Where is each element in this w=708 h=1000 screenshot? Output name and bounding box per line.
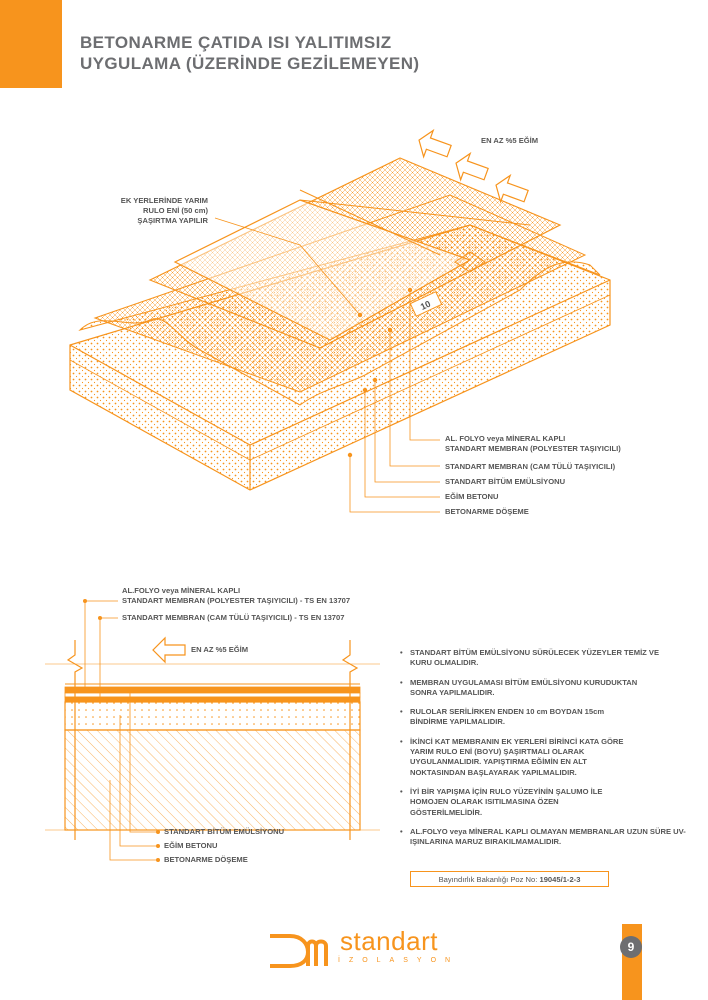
note-item: AL.FOLYO veya MİNERAL KAPLI OLMAYAN MEMB… <box>398 827 695 848</box>
layer-label-bitum: STANDART BİTÜM EMÜLSİYONU <box>445 477 566 486</box>
overlap-dimension-text: 10 <box>419 299 432 312</box>
overlap-label-line-3: ŞAŞIRTMA YAPILIR <box>137 216 208 225</box>
layer-label-al-folyo: AL. FOLYO veya MİNERAL KAPLI <box>445 434 566 443</box>
section-diagram <box>45 636 380 840</box>
section-label-bitum: STANDART BİTÜM EMÜLSİYONU <box>164 827 285 836</box>
poz-prefix: Bayındırlık Bakanlığı Poz No: <box>438 875 538 884</box>
slope-arrows <box>418 128 529 204</box>
poz-number-box: Bayındırlık Bakanlığı Poz No: 19045/1-2-… <box>410 871 609 887</box>
leader-lines-diagram-1 <box>214 217 440 513</box>
brand-name: standart <box>340 926 438 956</box>
section-slope-arrow <box>152 636 186 664</box>
section-label-al-folyo: AL.FOLYO veya MİNERAL KAPLI <box>122 586 241 595</box>
section-label-betonarme: BETONARME DÖŞEME <box>164 855 248 864</box>
overlap-dimension-box <box>409 291 443 317</box>
brand-subtitle: İZOLASYON <box>338 957 460 964</box>
section-label-polyester: STANDART MEMBRAN (POLYESTER TAŞIYICILI) … <box>122 596 351 605</box>
page-number: 9 <box>620 936 642 958</box>
title-line-1: BETONARME ÇATIDA ISI YALITIMSIZ <box>80 33 392 52</box>
section-label-egim-betonu: EĞİM BETONU <box>164 841 218 850</box>
layer-label-betonarme: BETONARME DÖŞEME <box>445 507 529 516</box>
note-item: MEMBRAN UYGULAMASI BİTÜM EMÜLSİYONU KURU… <box>398 678 640 699</box>
slope-label-diagram-1: EN AZ %5 EĞİM <box>481 136 539 145</box>
section-slope-label: EN AZ %5 EĞİM <box>191 645 249 654</box>
title-line-2: UYGULAMA (ÜZERİNDE GEZİLEMEYEN) <box>80 54 420 73</box>
poz-number: 19045/1-2-3 <box>539 875 581 884</box>
layer-label-polyester: STANDART MEMBRAN (POLYESTER TAŞIYICILI) <box>445 444 621 453</box>
page-title: BETONARME ÇATIDA ISI YALITIMSIZ UYGULAMA… <box>80 32 420 74</box>
note-item: RULOLAR SERİLİRKEN ENDEN 10 cm BOYDAN 15… <box>398 707 625 728</box>
note-item: İKİNCİ KAT MEMBRANIN EK YERLERİ BİRİNCİ … <box>398 737 625 778</box>
note-item: STANDART BİTÜM EMÜLSİYONU SÜRÜLECEK YÜZE… <box>398 648 680 669</box>
overlap-label-line-1: EK YERLERİNDE YARIM <box>120 196 208 205</box>
note-item: İYİ BİR YAPIŞMA İÇİN RULO YÜZEYİNİN ŞALU… <box>398 787 630 818</box>
brand-logo-mark <box>270 934 328 968</box>
overlap-label-line-2: RULO ENİ (50 cm) <box>143 206 208 215</box>
leader-dots-diagram-2 <box>83 599 160 862</box>
layer-label-egim-betonu: EĞİM BETONU <box>445 492 499 501</box>
section-label-cam-tulu: STANDART MEMBRAN (CAM TÜLÜ TAŞIYICILI) -… <box>122 613 345 622</box>
layer-label-cam-tulu: STANDART MEMBRAN (CAM TÜLÜ TAŞIYICILI) <box>445 462 616 471</box>
leader-dots-diagram-1 <box>347 287 413 458</box>
accent-bar <box>0 0 62 88</box>
notes-list: STANDART BİTÜM EMÜLSİYONU SÜRÜLECEK YÜZE… <box>398 648 698 856</box>
overlap-label: EK YERLERİNDE YARIM RULO ENİ (50 cm) ŞAŞ… <box>108 196 208 226</box>
hatched-overlap-area <box>454 251 486 273</box>
